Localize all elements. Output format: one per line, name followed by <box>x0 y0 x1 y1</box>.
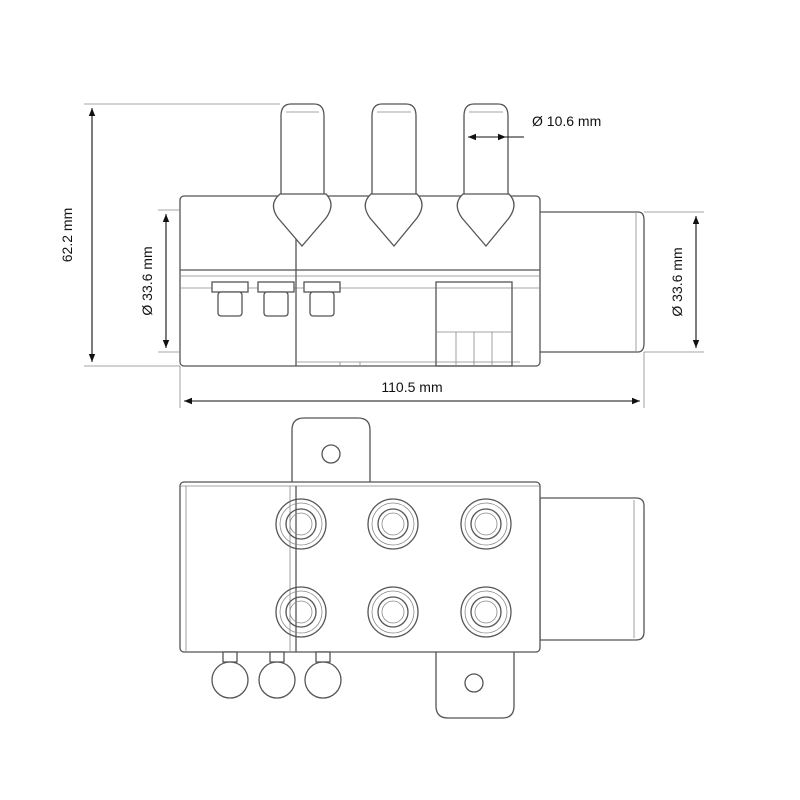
dimension-diameter-right-label: Ø 33.6 mm <box>669 247 685 316</box>
pump-body-top <box>179 481 541 653</box>
terminal-cap-3-top <box>304 651 342 699</box>
fitting-1 <box>275 498 327 550</box>
motor-housing-top <box>539 497 645 641</box>
fitting-6 <box>460 586 512 638</box>
mounting-tab-bottom <box>435 650 515 719</box>
dimension-diameter-left-label: Ø 33.6 mm <box>139 246 155 315</box>
dimension-height-total: 62.2 mm <box>59 103 280 367</box>
motor-housing-side <box>540 211 645 353</box>
connector-block-side <box>435 281 513 367</box>
top-view <box>179 417 645 719</box>
mounting-tab-top <box>291 417 371 482</box>
dimension-diameter-left: Ø 33.6 mm <box>139 209 180 353</box>
fitting-5 <box>367 586 419 638</box>
terminal-cap-3-side <box>303 281 341 317</box>
mounting-hole-top <box>321 444 341 464</box>
terminal-cap-1-side <box>211 281 249 317</box>
hose-barb-1 <box>272 103 332 247</box>
dimension-diameter-barb-label: Ø 10.6 mm <box>532 113 601 129</box>
hose-barb-3 <box>456 103 515 248</box>
dimension-height-total-label: 62.2 mm <box>59 208 75 262</box>
fitting-2 <box>367 498 419 550</box>
hose-barb-2 <box>364 103 423 248</box>
dimension-length-total-label: 110.5 mm <box>381 379 442 395</box>
terminal-cap-2-top <box>258 651 296 699</box>
side-view <box>179 103 645 367</box>
fitting-4 <box>275 586 327 638</box>
dimension-diameter-barb: Ø 10.6 mm <box>468 113 601 141</box>
mounting-hole-bottom <box>464 673 484 693</box>
dimension-length-total: 110.5 mm <box>179 352 645 408</box>
terminal-cap-1-top <box>211 651 249 699</box>
dimension-diameter-right: Ø 33.6 mm <box>644 211 704 353</box>
fitting-3 <box>460 498 512 550</box>
terminal-cap-2-side <box>257 281 295 317</box>
